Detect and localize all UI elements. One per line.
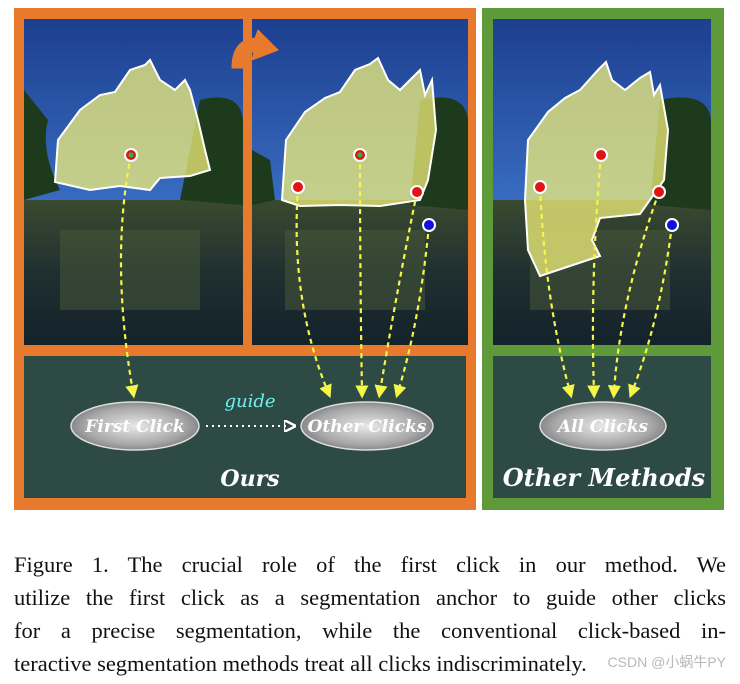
- mask-other-clicks: [280, 56, 438, 208]
- positive-click-marker: [410, 185, 424, 199]
- mask-first-click: [53, 58, 212, 192]
- caption-line: teractive segmentation methods treat all…: [14, 651, 587, 676]
- watermark: CSDN @小蜗牛PY: [607, 654, 726, 670]
- caption-line: utilize the first click as a segmentatio…: [14, 585, 726, 610]
- other-methods-section-label: Other Methods: [503, 463, 706, 492]
- all-clicks-label: All Clicks: [556, 417, 649, 437]
- caption-line: Figure 1. The crucial role of the first …: [14, 552, 726, 577]
- figure-1: First Click guide Other Clicks Ours All …: [14, 8, 724, 510]
- ours-section-label: Ours: [220, 466, 279, 492]
- positive-click-marker: [533, 180, 547, 194]
- other-clicks-label: Other Clicks: [308, 417, 427, 437]
- positive-click-marker: [594, 148, 608, 162]
- click-markers: [124, 148, 679, 232]
- rotate-arrow-icon: [231, 29, 279, 69]
- all-clicks-node: All Clicks: [539, 401, 667, 451]
- negative-click-marker: [422, 218, 436, 232]
- positive-click-marker: [291, 180, 305, 194]
- first-click-label: First Click: [84, 417, 184, 437]
- caption-line: for a precise segmentation, while the co…: [14, 618, 726, 643]
- figure-caption: Figure 1. The crucial role of the first …: [14, 548, 726, 680]
- other-image-all-clicks: [493, 19, 711, 345]
- ours-image-other-clicks: [252, 19, 468, 345]
- ours-image-first-click: [24, 19, 243, 345]
- first-click-node: First Click: [70, 401, 200, 451]
- guide-label: guide: [224, 391, 275, 412]
- guide-connector: guide: [206, 391, 290, 426]
- other-clicks-node: Other Clicks: [300, 401, 434, 451]
- negative-click-marker: [665, 218, 679, 232]
- positive-click-marker: [652, 185, 666, 199]
- mask-all-clicks: [523, 60, 670, 278]
- click-arrows: [119, 154, 674, 399]
